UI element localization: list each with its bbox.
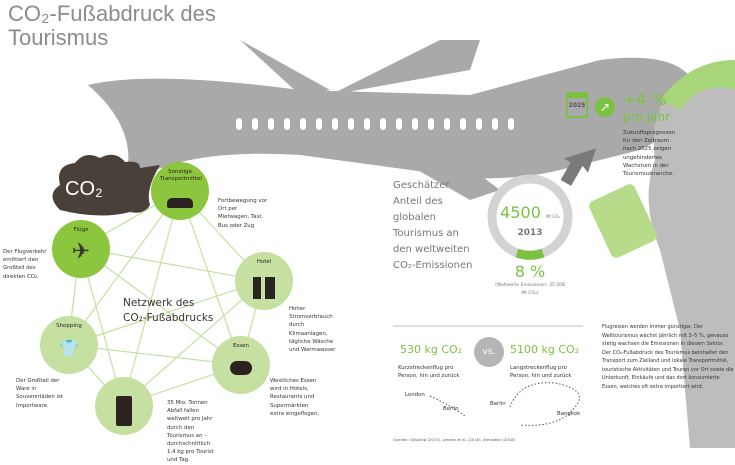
traveler-illustration (648, 77, 735, 448)
suitcase-icon (589, 184, 657, 258)
bread-icon (230, 360, 252, 375)
city-berlin-short: Berlin (443, 406, 459, 412)
vs-badge: vs. (474, 337, 504, 367)
node-label: Hotel (256, 259, 272, 265)
share-note: (Weltweite Emissionen: 35 208 Mt CO₂) (495, 283, 565, 296)
shopping-desc: Der Großteil der Ware in Souvenirläden i… (16, 378, 63, 409)
node-essen[interactable]: Essen (212, 336, 270, 394)
donut-share-segment (515, 248, 545, 260)
node-transport[interactable]: Sonstige Transportmittel (151, 162, 209, 220)
short-haul-desc: Kurzstreckenflug pro Person, hin und zur… (398, 365, 460, 380)
airplane-illustration (52, 40, 735, 448)
node-label: Sonstige Transportmittel (160, 169, 202, 182)
share-percent: 8 % (514, 262, 546, 281)
short-haul-value: 530 kg CO₂ (400, 343, 463, 356)
calendar-icon: 2025 (566, 92, 588, 118)
forecast-desc: Zukunftsprognosen für den Zeitraum nach … (623, 130, 676, 178)
title-line-2: Tourismus (8, 25, 109, 50)
building-icon (253, 276, 275, 299)
city-london: London (405, 392, 425, 398)
share-year: 2013 (517, 228, 543, 238)
abfall-desc: 35 Mio. Tonnen Abfall fallen weltweit pr… (167, 400, 214, 464)
long-haul-value: 5100 kg CO₂ (510, 343, 580, 356)
co2-cloud (52, 154, 160, 216)
calendar-year: 2025 (568, 102, 586, 109)
car-icon (167, 197, 193, 208)
sources: Quellen: Gössling (2013), Lenzen et al. … (393, 437, 515, 442)
tshirt-icon: 👕 (59, 338, 79, 358)
share-unit: Mt CO₂ (545, 214, 560, 219)
node-hotel[interactable]: Hotel (235, 252, 293, 310)
trend-up-icon: ↗ (595, 97, 615, 117)
up-arrow-icon (560, 148, 597, 186)
page-title: CO₂-Fußabdruck des Tourismus (8, 2, 216, 50)
co2-cloud-label: CO₂ (65, 178, 103, 200)
hotel-desc: Hoher Stromverbrauch durch Klimaanlagen,… (289, 306, 336, 354)
title-line-1: CO₂-Fußabdruck des (8, 1, 216, 26)
network-title-1: Netzwerk des (123, 297, 195, 309)
airplane-icon: ✈ (71, 239, 91, 265)
node-shopping[interactable]: Shopping 👕 (40, 316, 98, 374)
essen-desc: Westliches Essen wird in Hotels, Restaur… (270, 378, 320, 417)
transport-desc: Fortbewegung vor Ort per Mietwagen, Taxi… (218, 198, 268, 229)
body-text: Flugreisen werden immer günstiger. Der W… (602, 324, 734, 390)
city-bangkok: Bangkok (557, 411, 581, 417)
trash-bin-icon (116, 395, 132, 426)
node-fluege[interactable]: Flüge ✈ (52, 220, 110, 278)
network-title: Netzwerk des CO₂-Fußabdrucks (123, 296, 213, 326)
forecast-growth: +4 % (623, 90, 667, 109)
share-heading: Geschätzer Anteil des globalen Tourismus… (393, 180, 473, 271)
node-label: Essen (232, 343, 250, 349)
network-title-2: CO₂-Fußabdrucks (123, 312, 214, 324)
node-abfall[interactable] (95, 377, 153, 435)
node-label: Shopping (56, 323, 82, 329)
share-value: 4500 (500, 203, 541, 222)
share-value-block: 4500 Mt CO₂ (480, 203, 580, 222)
node-label: Flüge (73, 227, 89, 233)
fluege-desc: Der Flugverkehr emittiert den Großteil d… (3, 249, 47, 280)
long-haul-desc: Langstreckenflug pro Person, hin und zur… (510, 365, 572, 380)
forecast-period: pro Jahr (623, 110, 670, 124)
city-berlin-long: Berlin (490, 401, 506, 407)
